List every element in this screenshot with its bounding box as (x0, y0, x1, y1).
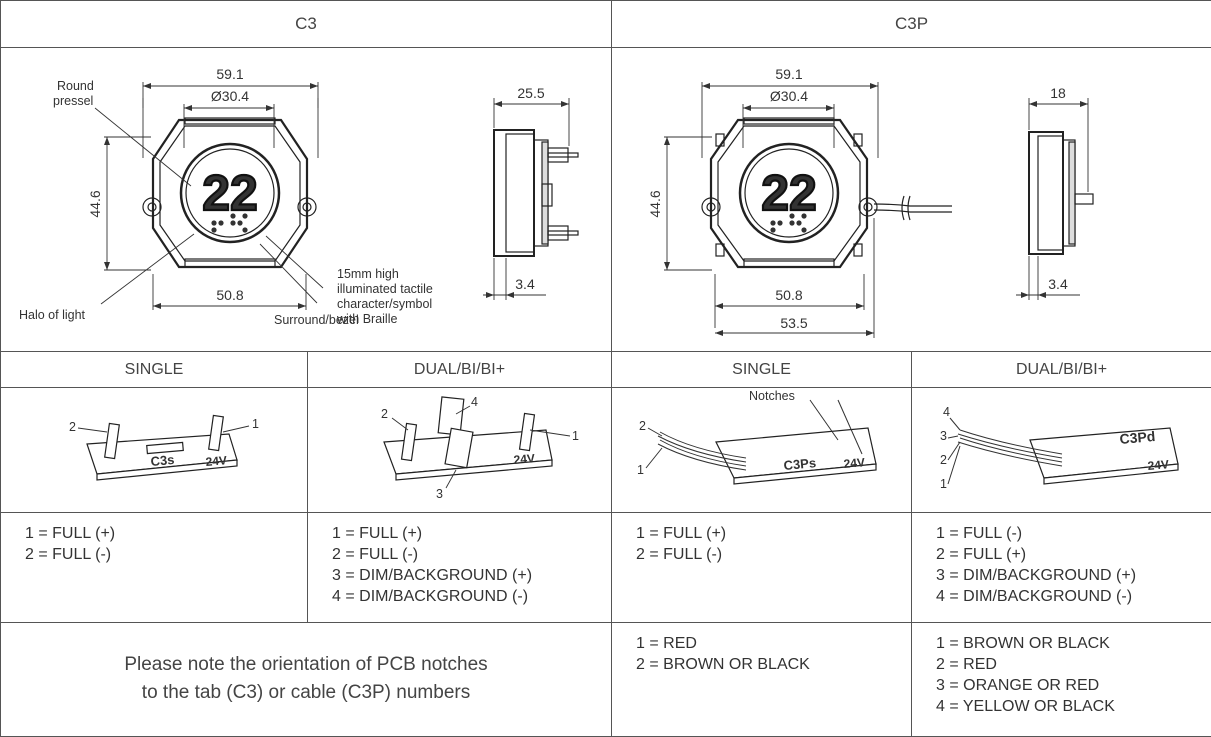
c3p-number: 22 (761, 165, 817, 221)
list-item: 1 = FULL (+) (25, 525, 116, 543)
c3p-drawing-cell: 22 59.1 Ø30.4 44.6 50.8 53.5 18 3.4 (611, 46, 1211, 353)
pcb-c3-single-drawing: 2 1 C3s 24V (69, 414, 259, 481)
list-item: 1 = BROWN OR BLACK (936, 634, 1110, 652)
list-item: 2 = FULL (+) (936, 546, 1027, 564)
subheader-c3-single: SINGLE (0, 351, 308, 388)
list-item: 1 = RED (636, 634, 697, 652)
c3p-dim-depth: 18 (1050, 85, 1066, 101)
c3p-dim-width: 59.1 (775, 66, 802, 82)
c3ps-board-label: C3Ps (783, 455, 817, 473)
c3p-dim-bottom2: 53.5 (780, 315, 807, 331)
label-surround-bezel: Surround/bezel (274, 313, 359, 327)
header-c3p: C3P (611, 0, 1211, 48)
c3pd-board-label: C3Pd (1119, 428, 1156, 447)
c3d-pin3-label: 3 (436, 487, 443, 501)
list-item: 4 = YELLOW OR BLACK (936, 697, 1115, 715)
c3ps-wire2-label: 2 (639, 419, 646, 433)
pcb-c3p-dual-drawing: 4 3 2 1 C3Pd 24V (940, 405, 1179, 491)
c3s-pin2-label: 2 (69, 420, 76, 434)
c3-dim-thickness: 3.4 (515, 276, 535, 292)
c3p-dim-diameter: Ø30.4 (770, 88, 808, 104)
pcb-c3p-single-drawing: Notches 2 1 C3Ps 24V (637, 389, 877, 485)
c3-dim-bottom: 50.8 (216, 287, 243, 303)
c3d-pin1-label: 1 (572, 429, 579, 443)
pcb-c3-dual-cell: 2 1 4 3 24V (306, 386, 613, 514)
list-item: 2 = RED (936, 655, 997, 673)
list-item: 2 = FULL (-) (636, 546, 723, 564)
subheader-c3p-single: SINGLE (611, 351, 913, 388)
wire-colors-c3p-single: 1 = RED 2 = BROWN OR BLACK (611, 621, 913, 737)
c3d-volt-label: 24V (513, 451, 535, 467)
list-item: 2 = FULL (-) (25, 546, 112, 564)
pcb-c3p-dual-cell: 4 3 2 1 C3Pd 24V (911, 386, 1211, 514)
list-item: 2 = FULL (-) (332, 546, 419, 564)
header-c3: C3 (0, 0, 613, 48)
c3s-pin1-label: 1 (252, 417, 259, 431)
c3p-dim-bottom: 50.8 (775, 287, 802, 303)
subheader-c3-dual: DUAL/BI/BI+ (306, 351, 613, 388)
c3-dim-diameter: Ø30.4 (211, 88, 249, 104)
c3-dim-height: 44.6 (87, 190, 103, 217)
c3pd-wire2-label: 2 (940, 453, 947, 467)
c3ps-volt-label: 24V (843, 455, 865, 471)
wire-colors-c3p-dual: 1 = BROWN OR BLACK 2 = RED 3 = ORANGE OR… (911, 621, 1211, 737)
c3-dim-depth: 25.5 (517, 85, 544, 101)
note-line: to the tab (C3) or cable (C3P) numbers (141, 682, 471, 704)
pcb-c3-dual-drawing: 2 1 4 3 24V (381, 395, 579, 501)
label-halo-of-light: Halo of light (19, 308, 86, 322)
c3pd-wire4-label: 4 (943, 405, 950, 419)
c3p-dim-height: 44.6 (647, 190, 663, 217)
c3d-pin4-label: 4 (471, 395, 478, 409)
c3pd-wire3-label: 3 (940, 429, 947, 443)
list-item: 3 = DIM/BACKGROUND (+) (332, 567, 533, 585)
orientation-note: Please note the orientation of PCB notch… (0, 621, 613, 737)
c3-dimension-drawing: 22 59.1 Ø30.4 44.6 50.8 25.5 3.4 Roundpr… (19, 66, 579, 327)
c3s-board-label: C3s (150, 452, 175, 469)
connections-c3-single: 1 = FULL (+) 2 = FULL (-) (0, 512, 308, 623)
c3-number: 22 (202, 165, 258, 221)
list-item: 3 = DIM/BACKGROUND (+) (936, 567, 1137, 585)
c3d-pin2-label: 2 (381, 407, 388, 421)
c3ps-notches-label: Notches (749, 389, 795, 403)
c3pd-volt-label: 24V (1147, 457, 1169, 473)
pcb-c3p-single-cell: Notches 2 1 C3Ps 24V (611, 386, 913, 514)
subheader-c3p-dual: DUAL/BI/BI+ (911, 351, 1211, 388)
c3ps-wire1-label: 1 (637, 463, 644, 477)
connections-c3p-dual: 1 = FULL (-) 2 = FULL (+) 3 = DIM/BACKGR… (911, 512, 1211, 623)
list-item: 2 = BROWN OR BLACK (636, 655, 810, 673)
list-item: 4 = DIM/BACKGROUND (-) (332, 588, 529, 606)
c3pd-wire1-label: 1 (940, 477, 947, 491)
list-item: 1 = FULL (+) (332, 525, 423, 543)
list-item: 3 = ORANGE OR RED (936, 676, 1100, 694)
c3p-dimension-drawing: 22 59.1 Ø30.4 44.6 50.8 53.5 18 3.4 (647, 66, 1094, 338)
c3p-dim-thickness: 3.4 (1048, 276, 1068, 292)
pcb-c3-single-cell: 2 1 C3s 24V (0, 386, 308, 514)
list-item: 1 = FULL (+) (636, 525, 727, 543)
c3-dim-width: 59.1 (216, 66, 243, 82)
c3s-volt-label: 24V (205, 453, 227, 469)
connections-c3p-single: 1 = FULL (+) 2 = FULL (-) (611, 512, 913, 623)
connections-c3-dual: 1 = FULL (+) 2 = FULL (-) 3 = DIM/BACKGR… (306, 512, 613, 623)
list-item: 4 = DIM/BACKGROUND (-) (936, 588, 1133, 606)
note-line: Please note the orientation of PCB notch… (124, 654, 488, 676)
list-item: 1 = FULL (-) (936, 525, 1023, 543)
